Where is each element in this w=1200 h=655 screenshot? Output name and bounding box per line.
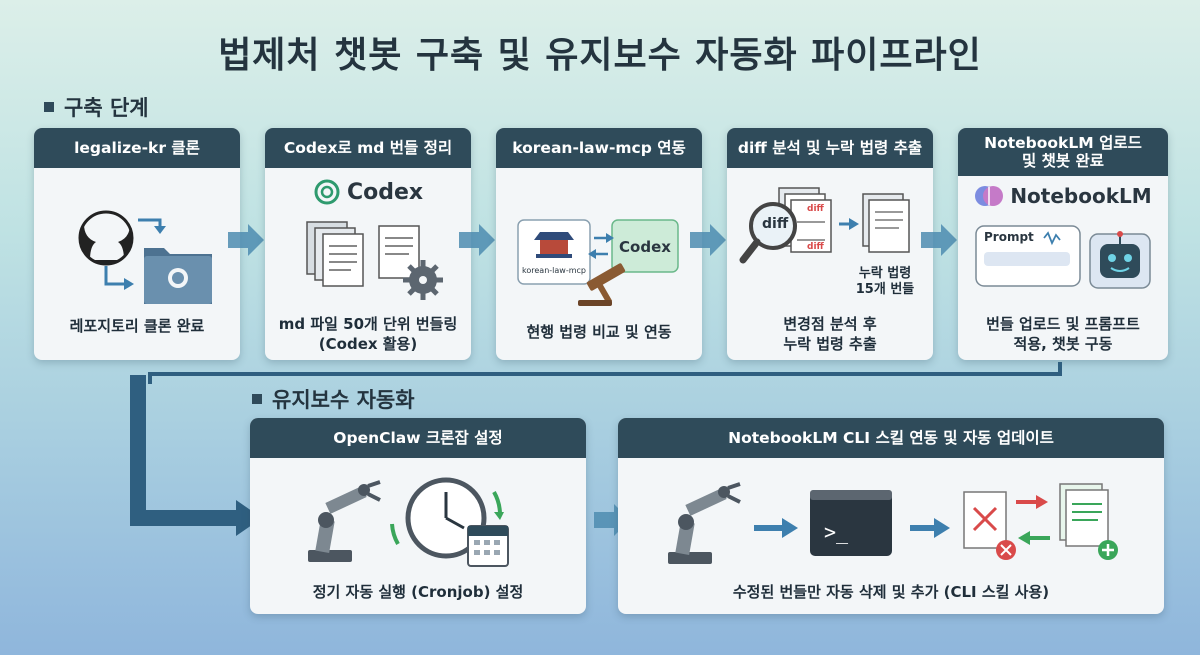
card-korean-law-mcp[interactable]: korean-law-mcp 연동 korean-law-mcp Codex 현… (496, 128, 702, 360)
terminal-prompt: >_ (824, 520, 849, 544)
flow-arrow-icon (228, 224, 264, 256)
cli-sync-icon (668, 482, 1118, 564)
card-caption: 수정된 번들만 자동 삭제 및 추가 (CLI 스킬 사용) (732, 583, 1050, 601)
card-openclaw-cron[interactable]: OpenClaw 크론잡 설정 정기 자동 실행 (Cronjo (250, 418, 586, 614)
card-codex-bundle[interactable]: Codex로 md 번들 정리 Codex (265, 128, 471, 360)
card-header: NotebookLM CLI 스킬 연동 및 자동 업데이트 (618, 418, 1164, 458)
section-build-label: 구축 단계 (64, 96, 149, 120)
missing-bundle-label: 누락 법령 15개 번들 (839, 266, 931, 298)
diff-lens-label: diff (762, 216, 789, 232)
card-header: diff 분석 및 누락 법령 추출 (727, 128, 933, 168)
card-caption-line2: (Codex 활용) (318, 335, 418, 353)
section-maintenance: 유지보수 자동화 (252, 384, 415, 414)
flow-arrow-icon (459, 224, 495, 256)
card-header: legalize-kr 클론 (34, 128, 240, 168)
section-bullet (252, 394, 262, 404)
section-build: 구축 단계 (44, 92, 149, 122)
documents-gear-icon (306, 221, 443, 300)
github-clone-icon (78, 204, 212, 304)
card-caption: 레포지토리 클론 완료 (69, 317, 205, 335)
diff-magnifier-icon (739, 187, 910, 264)
card-caption-line2: 누락 법령 추출 (783, 335, 877, 353)
card-notebooklm-upload[interactable]: NotebookLM 업로드 및 챗봇 완료 NotebookLM Prompt (958, 128, 1168, 360)
card-diff-analysis[interactable]: diff 분석 및 누락 법령 추출 diff diff diff 누락 법령 … (727, 128, 933, 360)
missing-bundle-line2: 15개 번들 (855, 282, 915, 297)
page-title: 법제처 챗봇 구축 및 유지보수 자동화 파이프라인 (218, 35, 982, 76)
diff-doc-label: diff (807, 204, 824, 214)
brain-icon (975, 186, 1004, 206)
notebooklm-logo: NotebookLM (958, 182, 1168, 210)
robot-arm-clock-calendar-icon (308, 477, 509, 567)
card-header: Codex로 md 번들 정리 (265, 128, 471, 168)
flow-arrow-icon (921, 224, 957, 256)
section-maintenance-label: 유지보수 자동화 (272, 388, 415, 412)
card-caption: 정기 자동 실행 (Cronjob) 설정 (312, 583, 524, 601)
codex-brand-label: Codex (346, 179, 424, 205)
codex-icon (314, 179, 340, 205)
card-header: korean-law-mcp 연동 (496, 128, 702, 168)
card-caption-line2: 적용, 챗봇 구동 (1013, 335, 1113, 353)
card-header-line2: 및 챗봇 완료 (1021, 152, 1105, 170)
card-header: NotebookLM 업로드 및 챗봇 완료 (958, 128, 1168, 176)
codex-logo: Codex (265, 178, 471, 206)
missing-bundle-line1: 누락 법령 (858, 266, 912, 281)
card-caption-line1: 변경점 분석 후 (783, 315, 877, 333)
mcp-codex-gavel-icon (517, 219, 679, 306)
section-bullet (44, 102, 54, 112)
card-notebooklm-cli-update[interactable]: NotebookLM CLI 스킬 연동 및 자동 업데이트 (618, 418, 1164, 614)
prompt-label: Prompt (984, 230, 1034, 244)
card-caption-line1: 번들 업로드 및 프롬프트 (986, 315, 1140, 333)
card-header-line1: NotebookLM 업로드 (984, 134, 1142, 152)
diff-doc-label: diff (807, 242, 824, 252)
card-caption-line1: md 파일 50개 단위 번들링 (278, 315, 458, 333)
card-caption: 현행 법령 비교 및 연동 (526, 323, 672, 341)
mcp-label: korean-law-mcp (522, 266, 586, 275)
card-header: OpenClaw 크론잡 설정 (250, 418, 586, 458)
prompt-chatbot-icon (975, 225, 1151, 289)
notebooklm-brand-label: NotebookLM (1010, 184, 1152, 208)
flow-arrow-icon (690, 224, 726, 256)
card-legalize-kr-clone[interactable]: legalize-kr 클론 레포지토리 클론 완료 (34, 128, 240, 360)
codex-box-label: Codex (619, 238, 671, 256)
